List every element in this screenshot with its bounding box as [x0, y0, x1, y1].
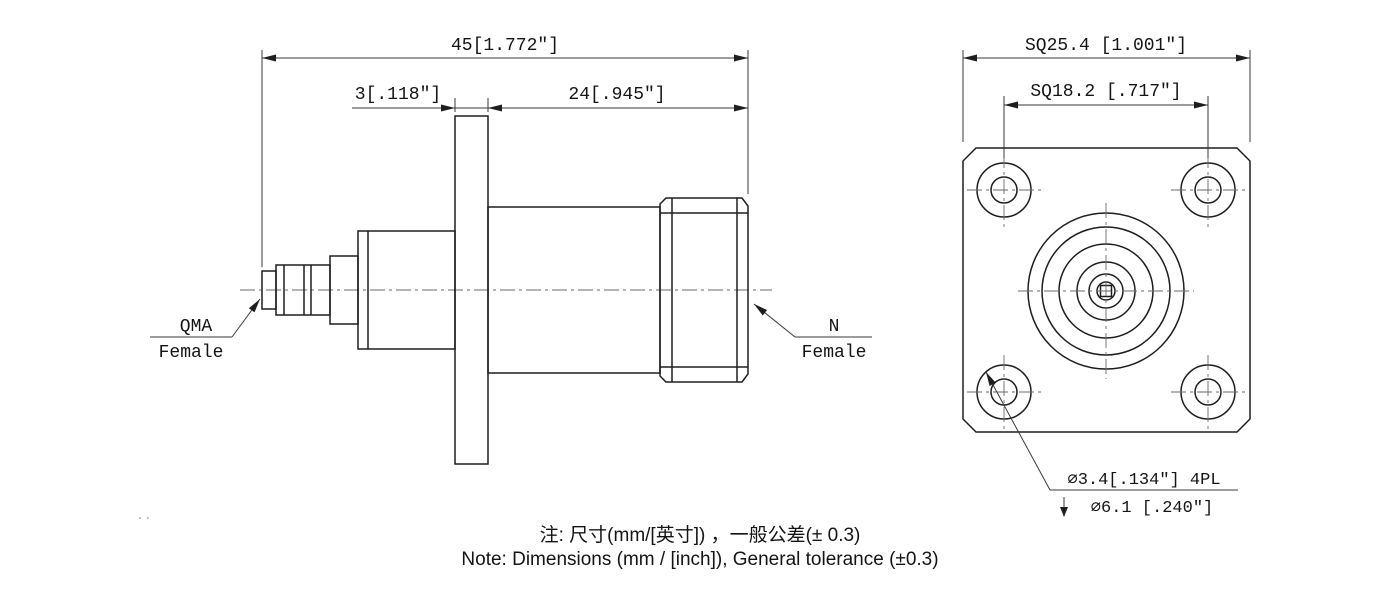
n-label-line1: N [829, 317, 840, 337]
n-label: N Female [753, 303, 872, 363]
mount-hole-top-right [1171, 153, 1245, 227]
dim-hole-pattern: SQ18.2 [.717″] [1030, 82, 1181, 102]
qma-label: QMA Female [150, 298, 261, 363]
mount-hole-bottom-right [1171, 355, 1245, 429]
leader-arrow [985, 371, 1051, 491]
dim-flange-square: SQ25.4 [1.001″] [1025, 36, 1187, 56]
qma-label-line2: Female [159, 343, 224, 363]
center-connector-circles [1018, 203, 1194, 379]
mount-hole-bottom-left [967, 355, 1041, 429]
dim-mount-hole: ∅3.4[.134″] 4PL [1067, 471, 1220, 490]
dim-flange-thickness: 3[.118″] [355, 85, 441, 105]
n-connector-profile [659, 197, 749, 383]
side-dimensions: 45[1.772″] 3[.118″] 24[.945″] [261, 36, 749, 267]
flange-outline [962, 147, 1251, 433]
leader-arrow [231, 298, 261, 338]
dim-counterbore: ∅6.1 [.240″] [1091, 499, 1213, 518]
dim-rear-length: 24[.945″] [568, 85, 665, 105]
side-view: 45[1.772″] 3[.118″] 24[.945″] QMA Female… [150, 36, 872, 465]
leader-arrow [753, 303, 796, 338]
front-dimensions: SQ25.4 [1.001″] SQ18.2 [.717″] [962, 36, 1251, 158]
stray-dots: .. [136, 508, 152, 523]
notes-block: .. 注: 尺寸(mm/[英寸]) ，一般公差(± 0.3) Note: Dim… [136, 508, 939, 570]
front-view: SQ25.4 [1.001″] SQ18.2 [.717″] ∅3.4[.134… [962, 36, 1251, 518]
dim-overall-length: 45[1.772″] [451, 36, 559, 56]
mount-hole-top-left [967, 153, 1041, 227]
counterbore-depth-symbol [1060, 497, 1068, 517]
note-english: Note: Dimensions (mm / [inch]), General … [461, 549, 938, 570]
note-chinese: 注: 尺寸(mm/[英寸]) ，一般公差(± 0.3) [540, 524, 861, 546]
hole-callout: ∅3.4[.134″] 4PL ∅6.1 [.240″] [985, 371, 1238, 518]
qma-label-line1: QMA [180, 317, 213, 337]
n-label-line2: Female [802, 343, 867, 363]
